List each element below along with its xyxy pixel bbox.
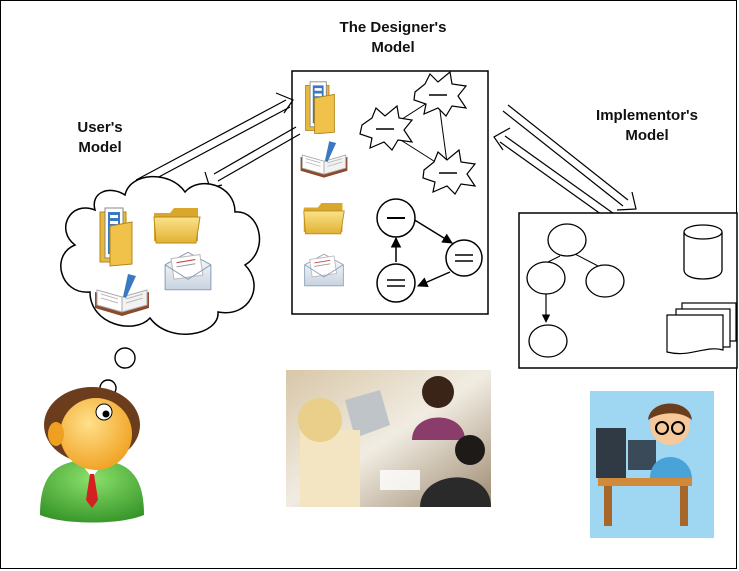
designer-model-title: The Designer's Model [318, 18, 468, 58]
document-stack-icon [666, 302, 737, 355]
user-thought-cloud [60, 175, 261, 416]
database-cylinder-icon [683, 224, 723, 280]
designer-implementor-arrows [493, 104, 637, 223]
user-model-title: User's Model [55, 118, 145, 158]
starburst-node [359, 104, 414, 151]
user-avatar-icon [40, 387, 144, 523]
user-folder-icon [153, 207, 201, 244]
designer-title-line2: Model [371, 39, 415, 56]
designer-state-graph [376, 198, 483, 303]
state-node [445, 239, 483, 277]
implementor-tree-graph [526, 223, 625, 358]
state-node [376, 263, 416, 303]
designer-title-line1: The Designer's [339, 19, 447, 36]
implementor-model-title: Implementor's Model [582, 106, 712, 146]
meeting-photo [286, 370, 491, 507]
user-title-line2: Model [78, 139, 122, 156]
tree-node [526, 261, 566, 295]
user-title-line1: User's [77, 119, 123, 136]
implementor-title-line2: Model [625, 127, 669, 144]
programmer-icon [590, 391, 714, 538]
starburst-node [422, 148, 477, 195]
designer-folder-icon [303, 202, 345, 235]
thought-bubble [114, 347, 136, 369]
implementor-title-line1: Implementor's [596, 107, 698, 124]
tree-node [547, 223, 587, 257]
designer-starburst-graph [359, 70, 477, 195]
starburst-node [413, 70, 468, 117]
tree-node [585, 264, 625, 298]
tree-node [528, 324, 568, 358]
user-designer-arrows [135, 92, 301, 189]
